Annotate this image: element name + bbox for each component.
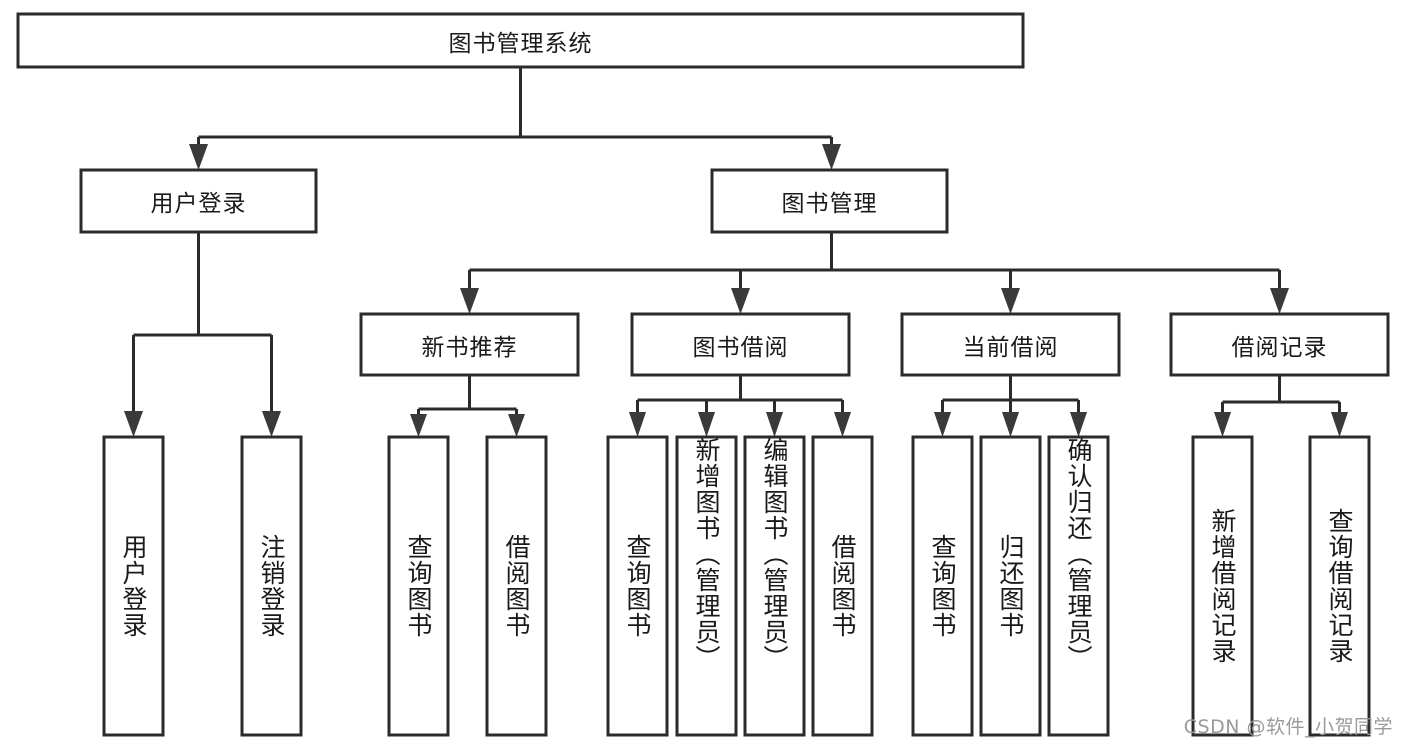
arrow-head-user-login-leaf-1 (124, 411, 143, 437)
arrow-head-to-current-borrow (1001, 288, 1020, 314)
arrow-head-to-book-borrow (731, 288, 750, 314)
arrow-head-user-login-leaf-2 (262, 411, 281, 437)
node-root-book-management-system[interactable] (16, 12, 1025, 69)
arrow-head-to-borrow-record (1270, 288, 1289, 314)
node-leaf-book-borrow-3[interactable] (811, 435, 874, 737)
arrow-head-to-user-login (189, 144, 208, 170)
arrow-head-br-leaf-2 (1331, 412, 1348, 437)
csdn-watermark: CSDN @软件_小贺同学 (1183, 716, 1393, 738)
node-leaf-borrow-record-1[interactable] (1308, 435, 1371, 737)
node-leaf-new-book-recommend-0[interactable] (387, 435, 450, 737)
arrow-head-bb-leaf-2 (698, 412, 715, 437)
arrow-head-cb-leaf-3 (1070, 412, 1087, 437)
arrow-head-cb-leaf-1 (934, 412, 951, 437)
node-level3-current-borrow[interactable] (900, 312, 1121, 377)
arrow-head-br-leaf-1 (1214, 412, 1231, 437)
node-leaf-user-login-0[interactable] (102, 435, 165, 737)
node-level3-borrow-record[interactable] (1169, 312, 1390, 377)
node-leaf-book-borrow-2[interactable] (743, 435, 806, 737)
node-leaf-current-borrow-1[interactable] (979, 435, 1042, 737)
arrow-head-to-new-book-recommend (460, 288, 479, 314)
node-leaf-book-borrow-1[interactable] (675, 435, 738, 737)
node-leaf-borrow-record-0[interactable] (1191, 435, 1254, 737)
arrow-head-cb-leaf-2 (1002, 412, 1019, 437)
arrow-head-bb-leaf-3 (766, 412, 783, 437)
arrow-head-bb-leaf-1 (629, 412, 646, 437)
node-leaf-current-borrow-0[interactable] (911, 435, 974, 737)
node-leaf-book-borrow-0[interactable] (606, 435, 669, 737)
node-level2-user-login[interactable] (79, 168, 318, 234)
node-level3-new-book-recommend[interactable] (359, 312, 580, 377)
node-leaf-user-login-1[interactable] (240, 435, 303, 737)
node-level2-book-management[interactable] (710, 168, 949, 234)
node-leaf-current-borrow-2[interactable] (1047, 435, 1110, 737)
arrow-head-nbr-leaf-1 (410, 414, 427, 437)
arrow-head-to-book-management (822, 144, 841, 170)
arrow-head-nbr-leaf-2 (508, 414, 525, 437)
arrow-head-bb-leaf-4 (834, 412, 851, 437)
node-level3-book-borrow[interactable] (630, 312, 851, 377)
node-leaf-new-book-recommend-1[interactable] (485, 435, 548, 737)
